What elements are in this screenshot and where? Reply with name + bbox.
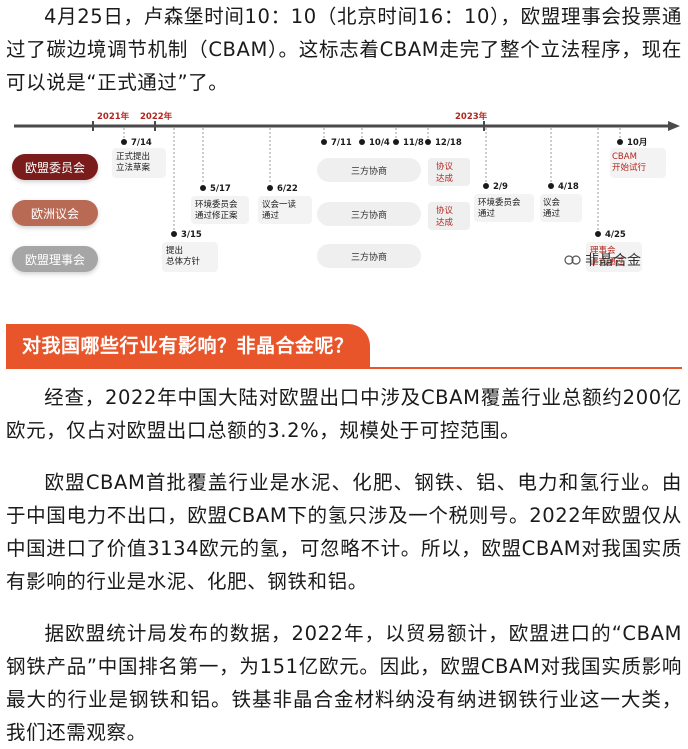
paragraph-text: 据欧盟统计局发布的数据，2022年，以贸易额计，欧盟进口的“CBAM钢铁产品”中… — [6, 622, 682, 744]
event-date: 11/8 — [403, 138, 424, 148]
event-date: 5/17 — [210, 184, 231, 194]
event-date: 4/18 — [558, 182, 579, 192]
event-card — [540, 194, 582, 222]
watermark-text: 非晶合金 — [585, 253, 641, 269]
event-card — [610, 148, 666, 178]
event-card — [112, 148, 166, 178]
event-desc-line1: 环境委员会 — [195, 199, 238, 210]
event-dot — [393, 139, 399, 145]
section-heading-banner: 对我国哪些行业有影响？非晶合金呢？ — [6, 324, 682, 370]
year-label: 2022年 — [140, 111, 173, 122]
section-heading: 对我国哪些行业有影响？非晶合金呢？ — [6, 324, 370, 368]
event-dot — [548, 183, 554, 189]
trilogue-pill-parliament: 三方协商 — [317, 202, 421, 226]
trilogue-label: 三方协商 — [351, 209, 387, 221]
event-desc-line2: 正式通过 — [590, 256, 625, 267]
event-dot — [617, 139, 623, 145]
paragraph-covered-sectors: 欧盟CBAM首批覆盖行业是水泥、化肥、钢铁、铝、电力和氢行业。由于中国电力不出口… — [6, 466, 682, 598]
body-label: 欧洲议会 — [31, 207, 79, 221]
agreement-line2: 达成 — [436, 173, 454, 184]
year-marker: 2021年 — [92, 111, 130, 131]
timeline-arrow-icon — [668, 121, 680, 131]
watermark: 非晶合金 — [564, 253, 641, 269]
event-desc-line1: 环境委员会 — [478, 197, 521, 208]
event-desc-line1: 议会 — [543, 197, 561, 208]
timeline-event: 10/4 — [359, 128, 390, 148]
event-date: 7/14 — [131, 138, 152, 148]
event-desc-line1: CBAM — [612, 152, 637, 162]
event-date: 6/22 — [277, 184, 298, 194]
event-dot — [425, 139, 431, 145]
paragraph-text: 欧盟CBAM首批覆盖行业是水泥、化肥、钢铁、铝、电力和氢行业。由于中国电力不出口… — [6, 471, 682, 593]
year-marker: 2023年 — [455, 111, 488, 131]
body-label: 欧盟委员会 — [25, 161, 85, 175]
paragraph-steel-ranking: 据欧盟统计局发布的数据，2022年，以贸易额计，欧盟进口的“CBAM钢铁产品”中… — [6, 617, 682, 749]
event-date: 10月 — [627, 138, 647, 148]
event-desc-line2: 通过 — [543, 208, 561, 219]
event-desc-line1: 正式提出 — [116, 151, 150, 162]
event-date: 3/15 — [181, 230, 202, 240]
agreement-line2: 达成 — [436, 217, 454, 228]
intro-text: 4月25日，卢森堡时间10：10（北京时间16：10），欧盟理事会投票通过了碳边… — [6, 5, 682, 94]
body-pill-council: 欧盟理事会 — [12, 246, 98, 272]
trilogue-pill-council: 三方协商 — [317, 244, 421, 268]
event-dot — [483, 183, 489, 189]
event-card — [191, 196, 249, 224]
event-date: 4/25 — [605, 230, 626, 240]
year-label: 2021年 — [97, 111, 130, 122]
event-desc-line2: 通过 — [478, 208, 496, 219]
trilogue-label: 三方协商 — [351, 251, 387, 263]
body-pill-parliament: 欧洲议会 — [12, 200, 98, 226]
year-label: 2023年 — [455, 111, 488, 122]
event-desc-line2: 通过 — [262, 210, 280, 221]
heading-underline — [6, 367, 682, 369]
agreement-box-commission: 协议 达成 — [428, 158, 470, 186]
event-dot — [321, 139, 327, 145]
trilogue-label: 三方协商 — [351, 165, 387, 177]
event-desc-line1: 议会一读 — [262, 199, 297, 210]
paragraph-text: 经查，2022年中国大陆对欧盟出口中涉及CBAM覆盖行业总额约200亿欧元，仅占… — [6, 386, 682, 442]
event-desc-line2: 总体方针 — [166, 256, 201, 267]
agreement-line1: 协议 — [436, 205, 454, 216]
body-label: 欧盟理事会 — [25, 253, 85, 267]
event-desc-line1: 理事会 — [590, 245, 616, 256]
timeline-event: 12/18 — [425, 128, 462, 148]
event-card — [474, 194, 534, 222]
event-dot — [595, 231, 601, 237]
paragraph-export-total: 经查，2022年中国大陆对欧盟出口中涉及CBAM覆盖行业总额约200亿欧元，仅占… — [6, 381, 682, 447]
timeline-event: 11/8 — [393, 128, 424, 148]
event-desc-line2: 立法草案 — [116, 162, 151, 173]
event-desc-line2: 通过修正案 — [195, 210, 238, 221]
event-dot — [267, 185, 273, 191]
agreement-box-parliament: 协议 达成 — [428, 202, 470, 230]
trilogue-pill-commission: 三方协商 — [317, 158, 421, 182]
timeline-event: 7/11 — [321, 128, 352, 148]
event-card — [162, 242, 218, 272]
year-marker: 2022年 — [140, 111, 173, 131]
event-dot — [171, 231, 177, 237]
event-dot — [359, 139, 365, 145]
event-desc-line2: 开始试行 — [612, 162, 647, 173]
event-dot — [200, 185, 206, 191]
event-date: 10/4 — [369, 138, 390, 148]
event-dot — [121, 139, 127, 145]
agreement-line1: 协议 — [436, 161, 454, 172]
event-date: 12/18 — [435, 138, 462, 148]
event-desc-line1: 提出 — [166, 245, 183, 256]
body-pill-commission: 欧盟委员会 — [12, 154, 98, 180]
cbam-timeline-figure: 2021年 2022年 2023年 欧盟委员会 欧洲议会 欧盟理事会 三方协商 三方… — [12, 111, 680, 272]
event-card — [586, 242, 642, 272]
event-date: 2/9 — [493, 182, 508, 192]
event-date: 7/11 — [331, 138, 352, 148]
intro-paragraph: 4月25日，卢森堡时间10：10（北京时间16：10），欧盟理事会投票通过了碳边… — [6, 0, 682, 99]
event-card — [258, 196, 312, 224]
